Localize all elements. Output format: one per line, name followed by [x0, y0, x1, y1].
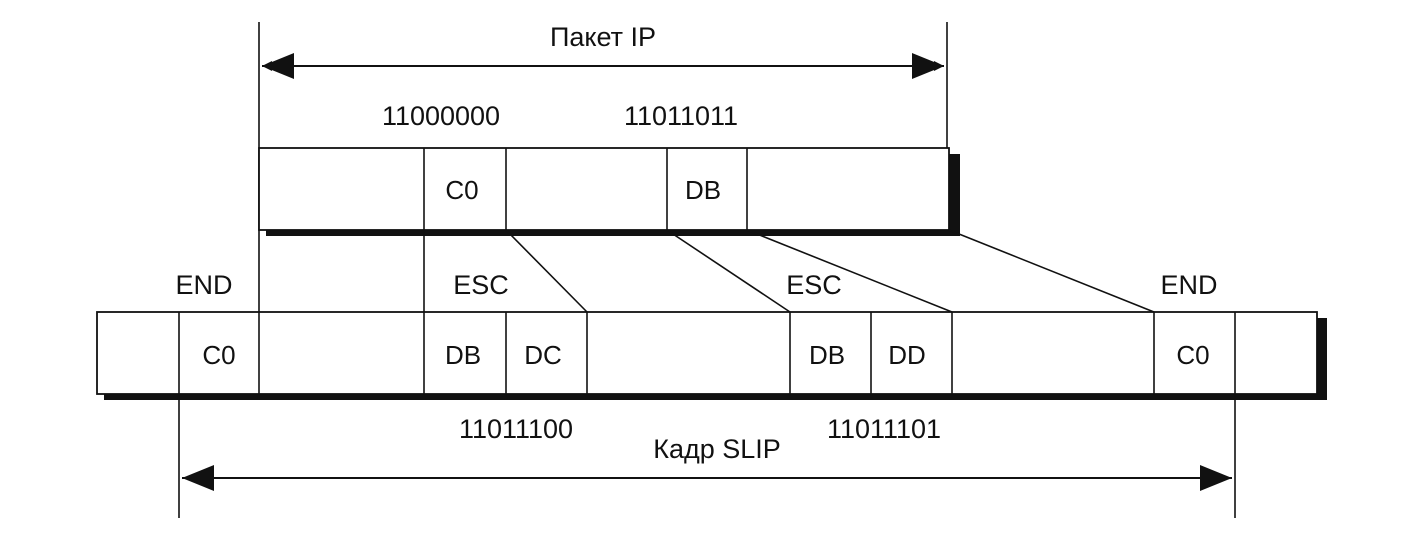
slip-cell-dd: DD: [888, 340, 926, 370]
ip-cell-c0: C0: [445, 175, 478, 205]
slip-cell-c0-end: C0: [1176, 340, 1209, 370]
slip-frame-label: Кадр SLIP: [653, 434, 781, 464]
ip-packet-box: [258, 147, 950, 231]
ip-cell-db: DB: [685, 175, 721, 205]
slip-dd-bits: 11011101: [827, 414, 941, 444]
ip-byte-c0-bits: 11000000: [382, 101, 500, 131]
slip-esc-2-label: ESC: [786, 270, 842, 300]
ip-packet-group: Пакет IP 11000000 11011011 C0 DB: [258, 22, 960, 312]
mapping-lines: [423, 229, 1155, 313]
slip-dc-bits: 11011100: [459, 414, 573, 444]
slip-end-left-label: END: [175, 270, 232, 300]
mapping-line: [746, 229, 953, 313]
ip-packet-shadow-right: [949, 154, 960, 236]
ip-byte-db-bits: 11011011: [624, 101, 738, 131]
slip-esc-1-label: ESC: [453, 270, 509, 300]
ip-arrow-head-right: [912, 53, 944, 79]
slip-cell-db-1: DB: [445, 340, 481, 370]
ip-arrow-head-left: [262, 53, 294, 79]
mapping-line: [948, 229, 1155, 313]
ip-packet-shadow-bottom: [266, 228, 960, 236]
mapping-line: [505, 229, 588, 313]
slip-cell-db-2: DB: [809, 340, 845, 370]
slip-frame-shadow-bottom: [104, 392, 1327, 400]
slip-frame-shadow-right: [1316, 318, 1327, 400]
slip-cell-dc: DC: [524, 340, 562, 370]
slip-arrow-head-right: [1200, 465, 1232, 491]
slip-frame-box: [96, 311, 1318, 395]
mapping-line: [666, 229, 791, 313]
slip-frame-group: END ESC ESC END C0 DB DC DB DD C0 110111…: [96, 270, 1327, 518]
slip-arrow-head-left: [182, 465, 214, 491]
slip-cell-c0-start: C0: [202, 340, 235, 370]
ip-packet-label: Пакет IP: [550, 22, 656, 52]
slip-end-right-label: END: [1160, 270, 1217, 300]
